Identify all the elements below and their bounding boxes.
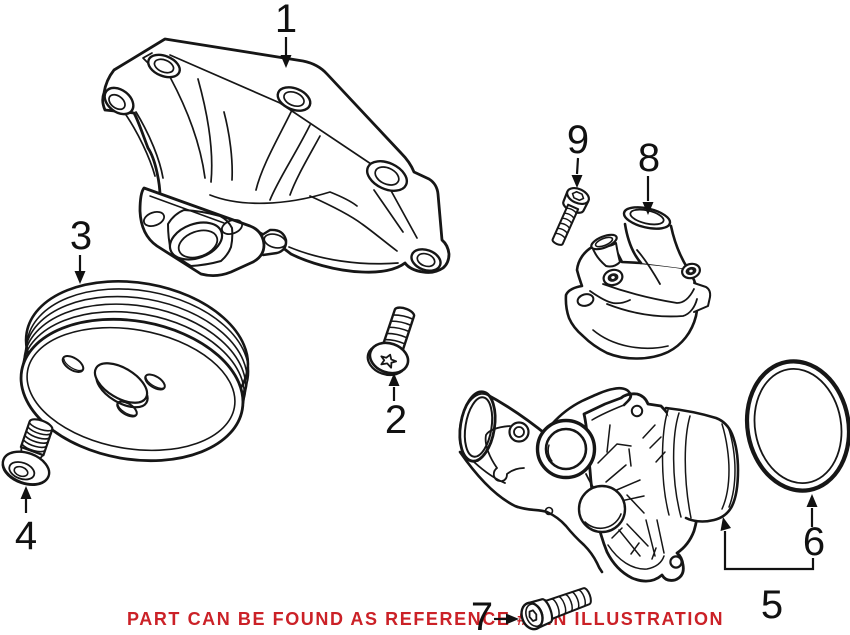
svg-text:8: 8: [638, 136, 660, 180]
svg-text:2: 2: [385, 398, 407, 442]
svg-text:6: 6: [803, 520, 825, 564]
svg-text:PART CAN BE FOUND AS REFERENCE: PART CAN BE FOUND AS REFERENCE #9 IN ILL…: [127, 609, 724, 629]
svg-text:5: 5: [761, 583, 783, 627]
svg-text:9: 9: [567, 118, 589, 162]
svg-text:4: 4: [15, 514, 37, 558]
svg-text:1: 1: [275, 0, 297, 41]
svg-text:3: 3: [70, 214, 92, 258]
svg-text:7: 7: [471, 595, 493, 635]
